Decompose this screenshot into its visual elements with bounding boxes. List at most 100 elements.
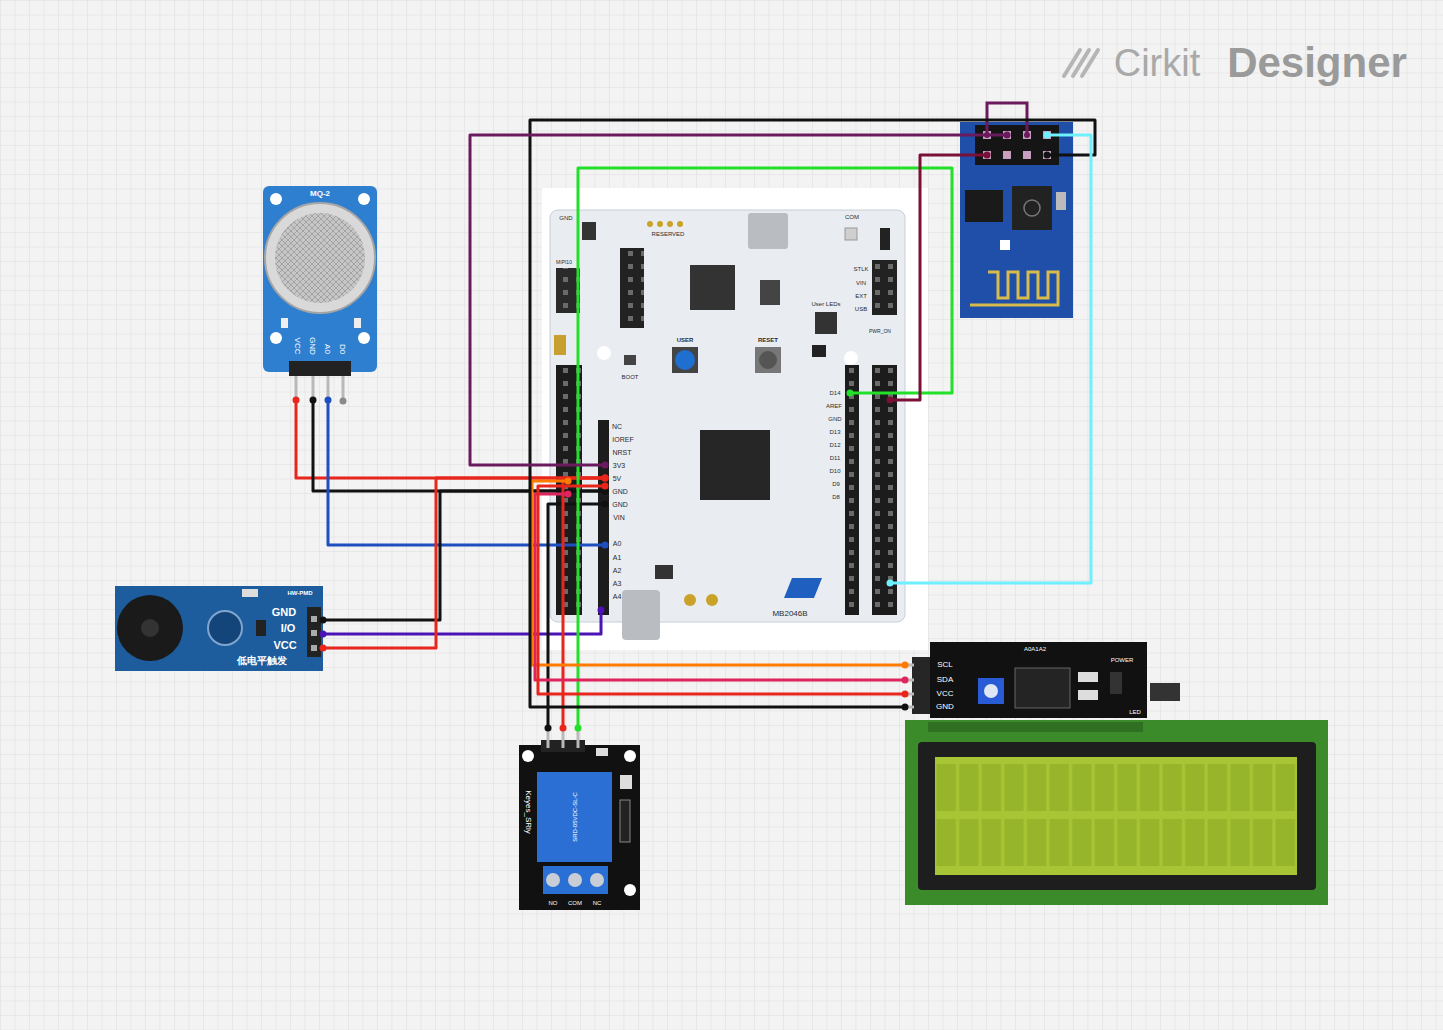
mount-hole <box>358 332 370 344</box>
pin-label: VIN <box>856 280 866 286</box>
mount-hole <box>624 750 636 762</box>
lcd-cells <box>935 760 1297 870</box>
morpho-pins <box>872 365 897 615</box>
pin <box>1003 151 1011 159</box>
header-pins <box>905 665 914 707</box>
pin-label: VIN <box>613 514 625 521</box>
pin-label: USER <box>677 337 694 343</box>
led <box>1000 240 1010 250</box>
sensor-mesh-ground <box>275 213 365 303</box>
pad <box>706 594 718 606</box>
pin-label: MQ-2 <box>310 190 330 198</box>
pad <box>684 594 696 606</box>
wire-end <box>602 542 609 549</box>
wire <box>890 135 1091 583</box>
ic <box>655 565 673 579</box>
sensor-can <box>265 203 375 313</box>
wire-end <box>598 607 605 614</box>
pin <box>1023 131 1031 139</box>
morpho-header <box>872 365 897 615</box>
trimmer <box>845 228 857 240</box>
st-logo <box>784 578 822 598</box>
buzzer-port <box>141 619 159 637</box>
pin-label: 低电平触发 <box>237 656 287 666</box>
pin <box>983 151 991 159</box>
pin-label: A0A1A2 <box>1024 646 1046 652</box>
arduino-header <box>845 365 859 615</box>
pin-label: D8 <box>832 494 840 500</box>
mount-hole <box>624 884 636 896</box>
pin-label: RESERVED <box>652 231 685 237</box>
sensor-mesh <box>275 213 365 303</box>
pin-label: POWER <box>1111 657 1134 663</box>
header-pins <box>311 616 317 651</box>
pin-label: GND <box>828 416 841 422</box>
wire-end <box>320 631 327 638</box>
wire <box>578 168 952 728</box>
gas-sensor-module: MQ-2VCCGNDA0D0 <box>263 186 377 400</box>
pin <box>295 376 298 400</box>
led <box>281 318 288 328</box>
pin-label: MIPI10 <box>556 260 572 265</box>
wire <box>535 494 905 680</box>
pad <box>657 221 663 227</box>
regulator <box>760 280 780 305</box>
pad <box>647 221 653 227</box>
chip-logo <box>1024 200 1040 216</box>
pin <box>342 376 345 400</box>
wire-end <box>984 152 991 159</box>
pin-label: BOOT <box>621 374 638 380</box>
pin-label: GND <box>612 501 628 508</box>
pin-label: GND <box>559 215 572 221</box>
wire-end <box>887 397 894 404</box>
pin-label: I/O <box>281 623 296 634</box>
wire-end <box>902 691 909 698</box>
led <box>354 318 361 328</box>
buzzer-body <box>117 595 183 661</box>
wire-end <box>887 580 894 587</box>
pad <box>667 221 673 227</box>
wire-end <box>902 704 909 711</box>
diode <box>620 800 630 842</box>
pin-label: A1 <box>613 554 622 561</box>
pin-label: COM <box>845 214 859 220</box>
wifi-pcb <box>960 122 1073 318</box>
pin-label: GND <box>308 337 316 355</box>
jumper <box>582 222 596 240</box>
ic <box>815 312 837 334</box>
wifi-module <box>960 122 1073 318</box>
reset-button <box>759 351 777 369</box>
pin-label: NC <box>593 900 602 906</box>
wire-end <box>902 662 909 669</box>
pin-label: COM <box>568 900 582 906</box>
wire-end <box>565 491 572 498</box>
mcu-chip <box>700 430 770 500</box>
pin-label: STLK <box>853 266 868 272</box>
pin-label: GND <box>612 488 628 495</box>
lcd-pin-strip <box>928 722 1143 732</box>
wire <box>532 481 905 665</box>
led-jumper <box>1150 683 1180 701</box>
pin-label: AREF <box>826 403 842 409</box>
relay-module: Keyes_SRlySRD-05VDC-SL-CNOCOMNC <box>519 728 640 910</box>
expander-chip <box>1015 668 1070 708</box>
wire-end <box>310 397 317 404</box>
pin-label: D11 <box>830 455 841 461</box>
pin <box>311 645 317 651</box>
jumper <box>880 228 890 250</box>
pin-label: MB2046B <box>772 610 807 618</box>
resistor <box>1078 672 1098 682</box>
pin-label: A4 <box>613 593 622 600</box>
wire-end <box>602 462 609 469</box>
pin <box>312 376 315 400</box>
pin-label: D9 <box>832 481 840 487</box>
pin <box>311 616 317 622</box>
arduino-pins <box>845 365 859 615</box>
pin <box>1003 131 1011 139</box>
relay-body <box>537 772 612 862</box>
pin-label: A3 <box>613 580 622 587</box>
pin <box>1043 131 1051 139</box>
